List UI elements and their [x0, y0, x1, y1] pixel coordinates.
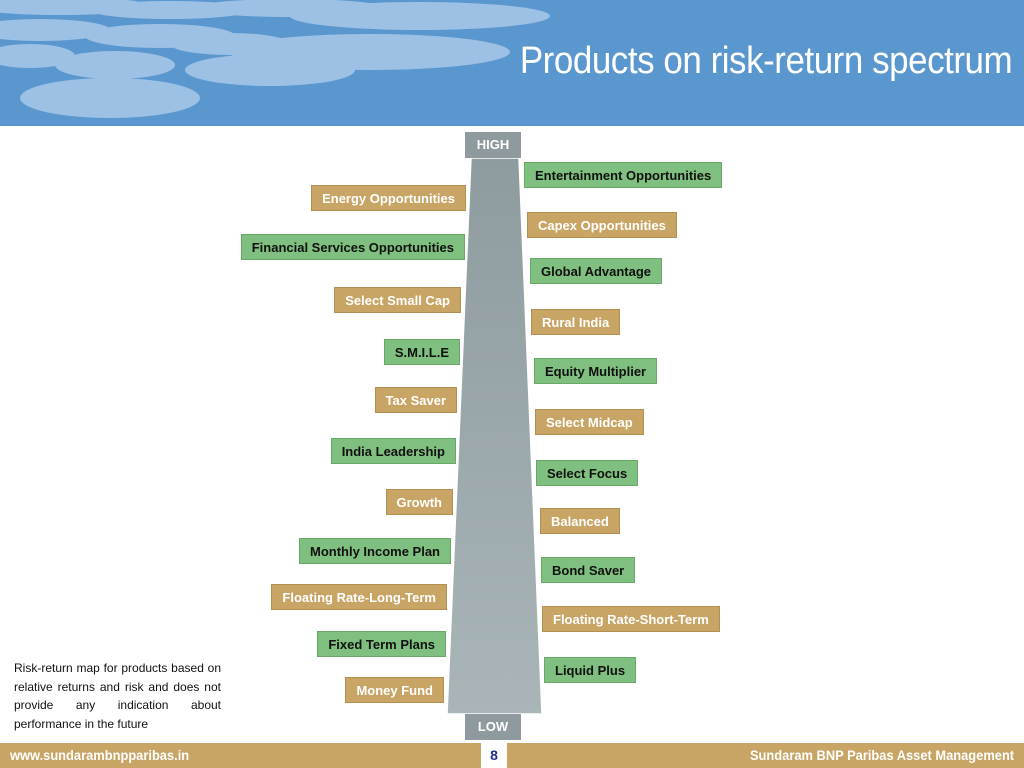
product-liquid-plus: Liquid Plus	[544, 657, 637, 683]
product-global-advantage: Global Advantage	[530, 258, 663, 284]
spectrum-bar	[446, 157, 543, 715]
product-rural-india: Rural India	[531, 309, 621, 335]
page-title: Products on risk-return spectrum	[519, 40, 1013, 82]
product-balanced: Balanced	[540, 508, 620, 534]
product-growth: Growth	[385, 489, 453, 515]
product-select-midcap: Select Midcap	[535, 409, 644, 435]
product-entertainment-opportunities: Entertainment Opportunities	[524, 162, 723, 188]
product-bond-saver: Bond Saver	[541, 557, 636, 583]
disclaimer-note: Risk-return map for products based on re…	[14, 661, 221, 731]
product-fixed-term-plans: Fixed Term Plans	[317, 631, 446, 657]
footer-website-link[interactable]: www.sundarambnpparibas.in	[10, 747, 190, 763]
product-smile: S.M.I.L.E	[383, 339, 460, 365]
product-select-focus: Select Focus	[536, 460, 639, 486]
product-energy-opportunities: Energy Opportunities	[311, 185, 466, 211]
product-select-small-cap: Select Small Cap	[334, 287, 461, 313]
product-financial-services-opportunities: Financial Services Opportunities	[240, 234, 465, 260]
high-label: HIGH	[465, 132, 521, 158]
header-decoration	[0, 0, 550, 118]
page-number: 8	[481, 743, 507, 768]
product-money-fund: Money Fund	[345, 677, 444, 703]
product-equity-multiplier: Equity Multiplier	[534, 358, 658, 384]
product-monthly-income-plan: Monthly Income Plan	[298, 538, 451, 564]
product-floating-rate-short-term: Floating Rate-Short-Term	[542, 606, 720, 632]
product-capex-opportunities: Capex Opportunities	[527, 212, 677, 238]
product-floating-rate-long-term: Floating Rate-Long-Term	[271, 584, 447, 610]
product-tax-saver: Tax Saver	[374, 387, 457, 413]
footer-bar: www.sundarambnpparibas.in Sundaram BNP P…	[0, 743, 1024, 768]
header-banner: Products on risk-return spectrum	[0, 0, 1024, 126]
low-label: LOW	[465, 714, 521, 740]
product-india-leadership: India Leadership	[330, 438, 456, 464]
footer-company-name: Sundaram BNP Paribas Asset Management	[749, 747, 1014, 763]
